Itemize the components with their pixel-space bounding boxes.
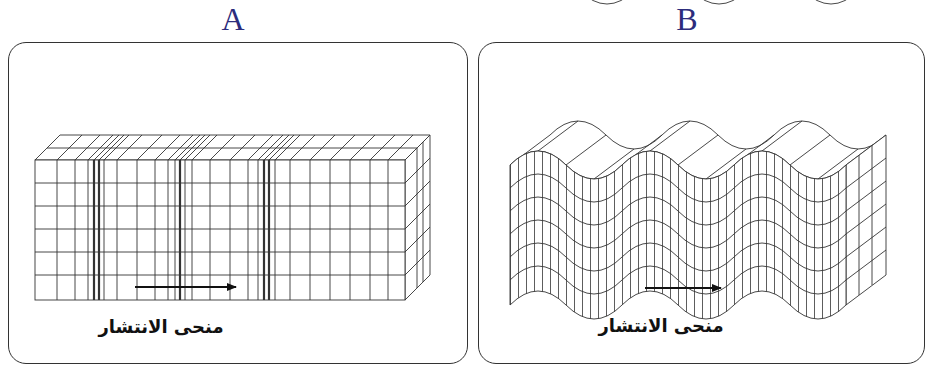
direction-arrow bbox=[135, 286, 236, 288]
wave-panel: Bمنحى الانتشار bbox=[478, 42, 925, 364]
s-wave-block bbox=[505, 0, 886, 340]
propagation-label: منحى الانتشار bbox=[598, 315, 723, 337]
panel-letter: B bbox=[676, 3, 697, 35]
p-wave-block bbox=[35, 135, 430, 300]
direction-arrow bbox=[645, 287, 721, 289]
propagation-label: منحى الانتشار bbox=[98, 316, 223, 338]
wave-panel: Aمنحى الانتشار bbox=[8, 42, 468, 364]
panel-letter: A bbox=[221, 3, 244, 35]
